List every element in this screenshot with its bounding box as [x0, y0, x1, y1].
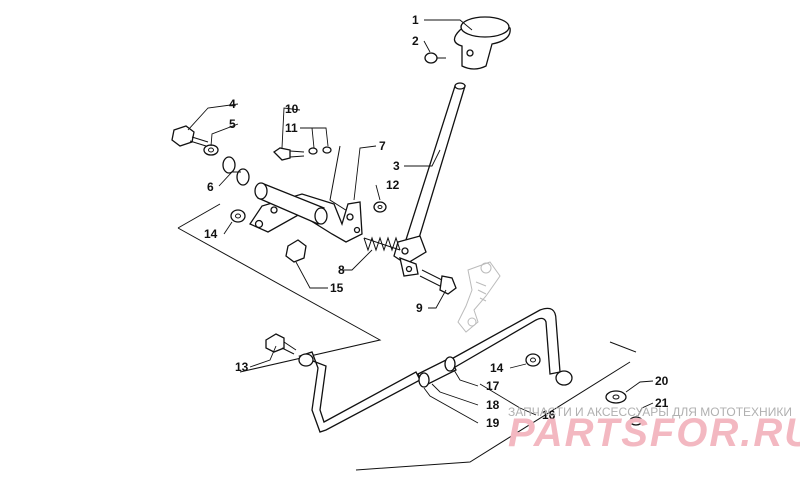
callout-10: 10: [285, 102, 299, 116]
callout-14a: 14: [204, 227, 218, 241]
spring: [363, 236, 401, 252]
o-rings-6: [222, 156, 250, 186]
callout-15: 15: [330, 281, 344, 295]
callout-13: 13: [235, 360, 249, 374]
callout-14b: 14: [490, 361, 504, 375]
callout-11: 11: [285, 121, 298, 135]
callout-1: 1: [412, 13, 419, 27]
leader-lines: [187, 19, 654, 424]
callout-4: 4: [229, 97, 236, 111]
callout-5: 5: [229, 117, 236, 131]
engine-shift-arm-ghost: [457, 261, 501, 333]
callout-19: 19: [486, 416, 500, 430]
callout-6: 6: [207, 180, 214, 194]
washers-11: [308, 146, 332, 155]
shift-lever: [393, 82, 466, 277]
callout-8: 8: [338, 263, 345, 277]
lock-nut-14-lower: [525, 353, 541, 367]
pivot-tube: [254, 182, 328, 225]
callout-18: 18: [486, 398, 500, 412]
adjuster-sleeve: [417, 356, 457, 388]
callout-7: 7: [379, 139, 386, 153]
shift-knob: [453, 16, 511, 70]
callout-3: 3: [393, 159, 400, 173]
washer-5: [203, 144, 219, 156]
callout-21: 21: [655, 396, 669, 410]
callout-9: 9: [416, 301, 423, 315]
bolt-13: [265, 333, 297, 355]
callout-16: 16: [542, 408, 556, 422]
flange-bolt-4: [171, 125, 209, 147]
nut-12: [373, 201, 387, 213]
watermark: ЗАПЧАСТИ И АКСЕССУАРЫ ДЛЯ МОТОТЕХНИКИ PA…: [508, 405, 800, 455]
lock-nut-14-upper: [230, 209, 246, 223]
shift-rod: [298, 307, 573, 433]
washer-20: [605, 390, 627, 404]
callout-2: 2: [412, 34, 419, 48]
pivot-bolt: [419, 269, 457, 295]
callout-12: 12: [386, 178, 400, 192]
bushing-15: [285, 239, 307, 263]
callout-labels: 1 2 3 4 5 6 7 8 9 10 11 12 13 14 14 15 1…: [204, 13, 669, 430]
set-screw: [424, 52, 446, 64]
callout-17: 17: [486, 379, 500, 393]
watermark-logo: PARTSFOR.RU: [508, 411, 800, 455]
reference-frame: [177, 145, 637, 471]
watermark-caption: ЗАПЧАСТИ И АКСЕССУАРЫ ДЛЯ МОТОТЕХНИКИ: [508, 405, 792, 419]
cotter-pin-21: [629, 416, 643, 426]
bolt-10: [272, 147, 305, 161]
callout-20: 20: [655, 374, 669, 388]
